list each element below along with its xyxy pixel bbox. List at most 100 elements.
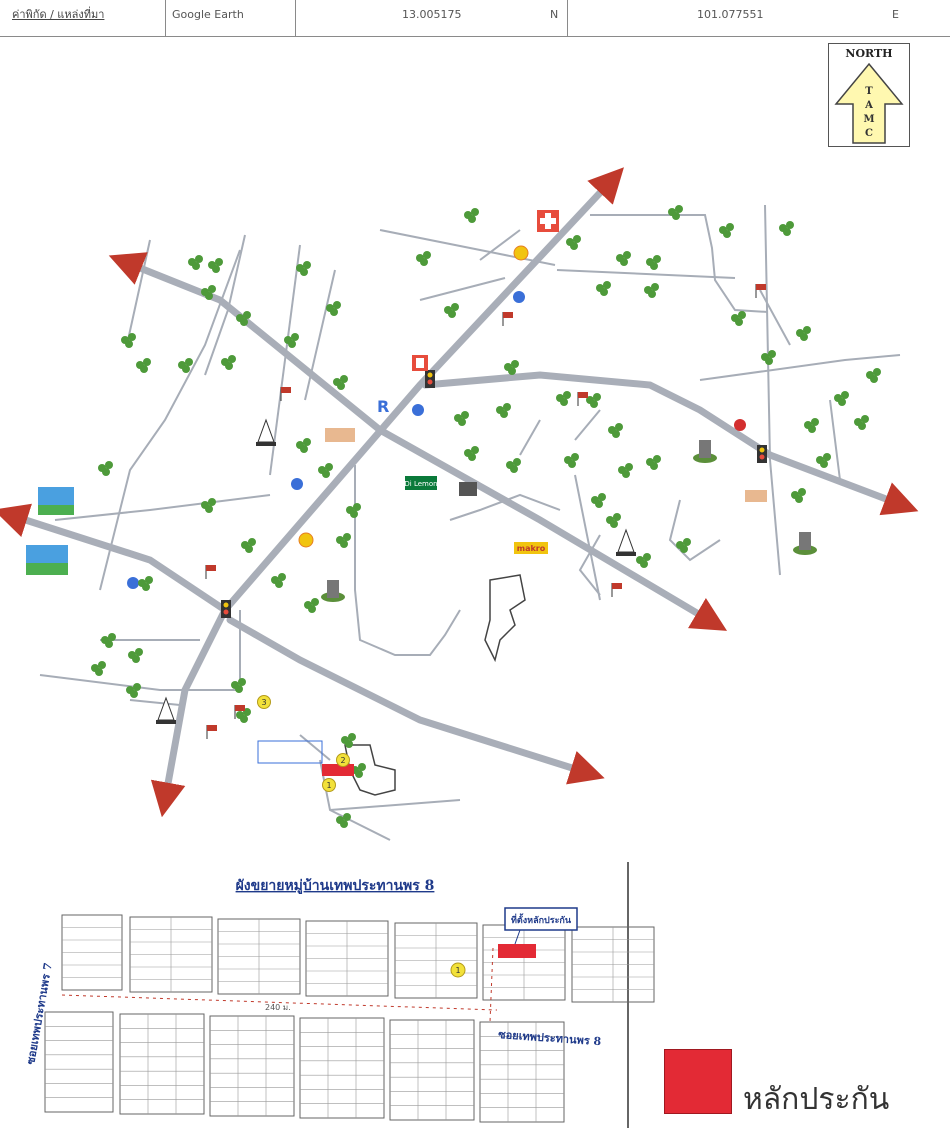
tree-icon <box>101 633 116 648</box>
tree-icon <box>644 283 659 298</box>
tree-icon <box>416 251 431 266</box>
gas-station-icon <box>412 404 424 416</box>
tree-icon <box>126 683 141 698</box>
collateral-plot-map <box>322 764 354 776</box>
svg-text:1: 1 <box>326 781 331 790</box>
tree-icon <box>636 553 651 568</box>
tree-icon <box>854 415 869 430</box>
tree-icon <box>616 251 631 266</box>
traffic-light-icon <box>425 370 435 388</box>
tree-icon <box>231 678 246 693</box>
landmark-icon: R <box>377 397 389 416</box>
tree-icon <box>128 648 143 663</box>
highway-east <box>421 371 919 516</box>
tree-icon <box>454 411 469 426</box>
reference-marker: 2 <box>336 753 350 767</box>
mall-label: makro <box>517 544 546 553</box>
tree-icon <box>296 438 311 453</box>
latitude-value: 13.005175 <box>402 8 462 21</box>
plan-block <box>299 1017 385 1119</box>
market-icon <box>325 428 355 442</box>
tree-icon <box>646 255 661 270</box>
plan-reference-marker: 1 <box>450 962 466 978</box>
temple-icon <box>256 418 276 446</box>
plan-vertical-road <box>489 947 494 1023</box>
tree-icon <box>566 235 581 250</box>
tree-icon <box>138 576 153 591</box>
plan-block <box>482 924 566 1001</box>
tree-icon <box>221 355 236 370</box>
tree-icon <box>91 661 106 676</box>
svg-text:1: 1 <box>455 966 460 975</box>
school-icon <box>26 545 68 575</box>
tree-icon <box>779 221 794 236</box>
flag-icon <box>755 284 766 298</box>
tree-icon <box>731 311 746 326</box>
north-letter: T <box>865 86 873 97</box>
header-divider <box>165 0 166 36</box>
bank-icon <box>412 355 428 371</box>
callout-leader <box>514 929 521 945</box>
tree-cluster <box>91 205 881 828</box>
highway-west <box>0 503 229 614</box>
collateral-plot-plan <box>498 944 536 958</box>
tree-icon <box>556 391 571 406</box>
hospital-icon <box>537 210 559 232</box>
tree-icon <box>464 208 479 223</box>
collateral-callout-box <box>257 740 323 764</box>
gas-station-icon <box>513 245 529 261</box>
tree-icon <box>336 813 351 828</box>
header-divider <box>295 0 296 36</box>
flag-icon <box>234 705 245 719</box>
tree-icon <box>201 285 216 300</box>
traffic-light-icon <box>757 445 767 463</box>
plan-block <box>129 916 213 993</box>
tree-icon <box>464 446 479 461</box>
temple-icon <box>156 696 176 724</box>
flag-icon <box>611 583 622 597</box>
tree-icon <box>866 368 881 383</box>
gas-station-icon <box>127 577 139 589</box>
tree-icon <box>98 461 113 476</box>
tree-icon <box>618 463 633 478</box>
market-icon <box>745 490 767 502</box>
tree-icon <box>586 393 601 408</box>
plan-dashed-road <box>61 994 498 1011</box>
plan-block <box>479 1021 565 1123</box>
highway-southeast <box>226 616 605 785</box>
plan-block <box>389 1019 475 1121</box>
north-label: NORTH <box>845 47 892 60</box>
plan-distance-label: 240 ม. <box>265 1003 291 1012</box>
tree-icon <box>444 303 459 318</box>
svg-text:3: 3 <box>261 698 266 707</box>
traffic-lights <box>221 370 767 618</box>
flag-icon <box>206 725 217 739</box>
tree-icon <box>606 513 621 528</box>
longitude-direction: E <box>892 8 899 21</box>
tree-icon <box>208 258 223 273</box>
building-icon <box>793 532 817 555</box>
tree-icon <box>504 360 519 375</box>
coordinates-header: ค่าพิกัด / แหล่งที่มา Google Earth 13.00… <box>0 0 950 37</box>
gas-station-icon <box>291 478 303 490</box>
flag-icon <box>205 565 216 579</box>
latitude-direction: N <box>550 8 559 21</box>
source-value: Google Earth <box>172 8 244 21</box>
road-map: Di Lemon makro R 2 1 3 <box>0 167 919 841</box>
reference-marker: 3 <box>257 695 271 709</box>
highway-south <box>150 606 229 818</box>
plan-block <box>44 1011 114 1113</box>
tree-icon <box>178 358 193 373</box>
tree-icon <box>668 205 683 220</box>
tree-icon <box>596 281 611 296</box>
location-label: ค่าพิกัด / แหล่งที่มา <box>12 8 105 21</box>
header-divider <box>567 0 568 36</box>
shop-label: Di Lemon <box>404 480 437 488</box>
village-plan: ผังขยายหมู่บ้านเทพประทานพร 8 240 ม. ที่ต… <box>24 862 655 1128</box>
tree-icon <box>296 261 311 276</box>
tree-icon <box>318 463 333 478</box>
tree-icon <box>719 223 734 238</box>
plan-block <box>217 918 301 995</box>
school-icon <box>38 487 74 515</box>
plan-blocks <box>44 914 655 1123</box>
